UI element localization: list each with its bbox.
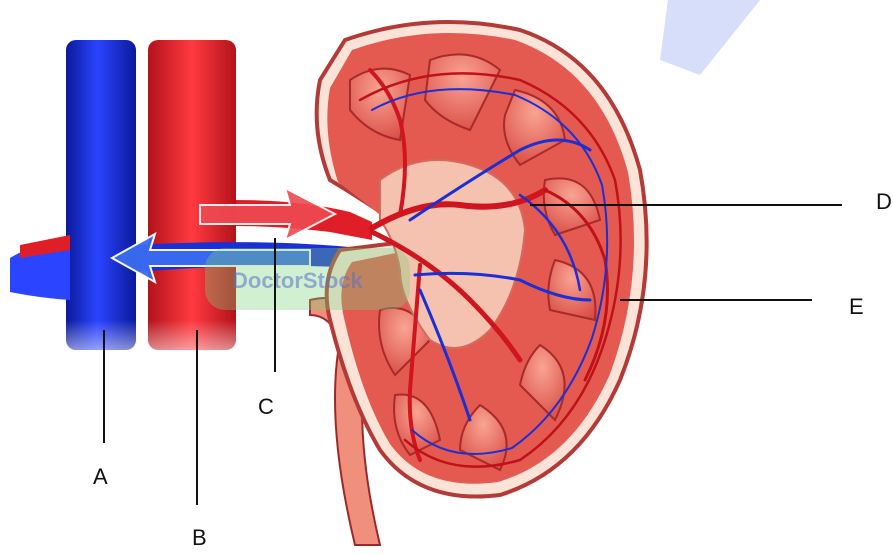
label-e: E [849,296,864,318]
accent-shape [660,0,760,75]
label-d: D [876,191,892,213]
label-b: B [192,527,207,549]
label-a: A [93,466,108,488]
vena-cava [10,40,136,350]
fade-overlay [0,320,260,380]
watermark-text: DoctorStock [232,268,364,293]
label-c: C [258,396,274,418]
